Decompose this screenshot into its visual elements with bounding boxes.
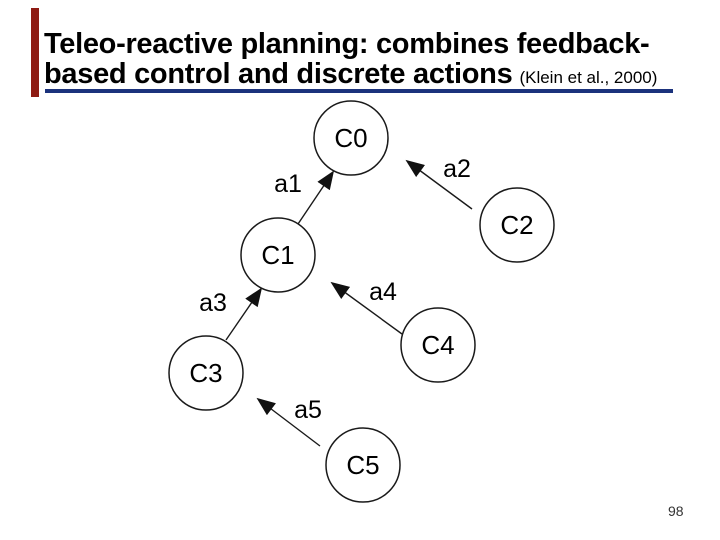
edge-a2-label: a2 (443, 155, 471, 183)
node-C5-label: C5 (346, 450, 379, 480)
edge-a1-label: a1 (274, 170, 302, 198)
slide-title-line2: based control and discrete actions (Klein… (44, 60, 657, 92)
node-C2-circle (479, 187, 555, 263)
edge-a4-label: a4 (369, 278, 397, 306)
title-underline (45, 89, 673, 93)
node-C3-circle (168, 335, 244, 411)
node-C1-circle (240, 217, 316, 293)
node-C4-label: C4 (421, 330, 454, 360)
node-C0-circle (313, 100, 389, 176)
edge-a4-arrow (330, 281, 403, 335)
slide-title-citation: (Klein et al., 2000) (519, 68, 658, 87)
slide-title-line1: Teleo-reactive planning: combines feedba… (44, 28, 650, 60)
edge-a3-arrow (225, 287, 263, 341)
node-C3-label: C3 (189, 358, 222, 388)
edge-a1-arrow (297, 170, 335, 225)
slide-title-line2-text: based control and discrete actions (44, 58, 513, 90)
node-C2-label: C2 (500, 210, 533, 240)
node-C5-circle (325, 427, 401, 503)
edge-a3-label: a3 (199, 289, 227, 317)
edge-a5-arrow (256, 397, 321, 447)
edge-a2-arrow (405, 159, 473, 210)
node-C0-label: C0 (334, 123, 367, 153)
node-C4-circle (400, 307, 476, 383)
node-C1-label: C1 (261, 240, 294, 270)
edge-a5-label: a5 (294, 396, 322, 424)
title-accent-bar (31, 8, 39, 97)
page-number: 98 (668, 503, 684, 519)
